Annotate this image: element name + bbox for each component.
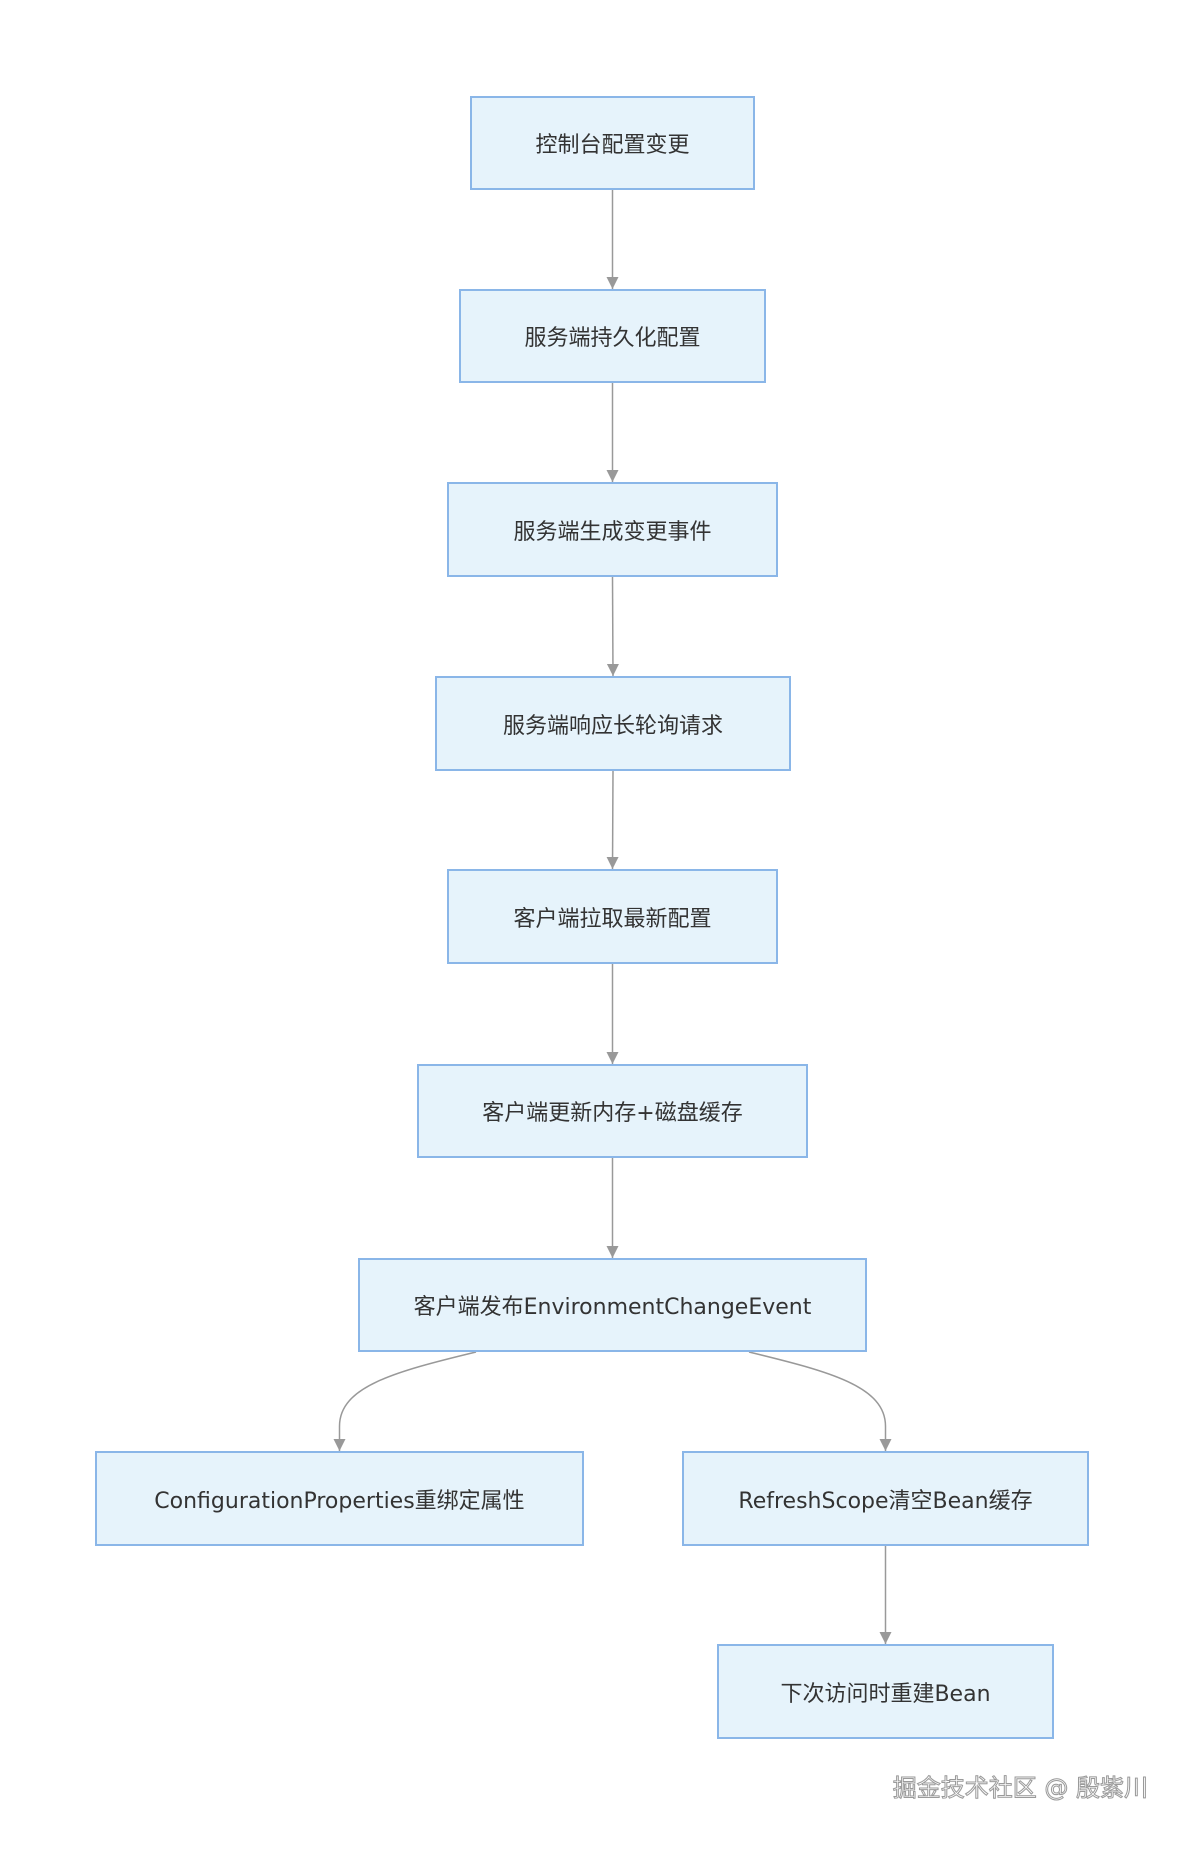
node-label: ConfigurationProperties重绑定属性 — [154, 1488, 525, 1514]
node-refreshscope-clear-bean-cache: RefreshScope清空Bean缓存 — [682, 1451, 1089, 1546]
node-rebuild-bean-on-next-access: 下次访问时重建Bean — [717, 1644, 1054, 1739]
node-configuration-properties-rebind: ConfigurationProperties重绑定属性 — [95, 1451, 584, 1546]
edge-arrow — [606, 770, 619, 870]
edge-arrow — [606, 576, 619, 677]
node-server-persist-config: 服务端持久化配置 — [459, 289, 766, 383]
node-server-generate-change-event: 服务端生成变更事件 — [447, 482, 778, 577]
node-client-publish-environment-change-event: 客户端发布EnvironmentChangeEvent — [358, 1258, 867, 1352]
node-label: 客户端拉取最新配置 — [513, 906, 712, 932]
node-label: 服务端生成变更事件 — [513, 519, 712, 545]
node-server-respond-long-polling: 服务端响应长轮询请求 — [435, 676, 791, 771]
edge-arrow — [748, 1351, 892, 1451]
node-label: RefreshScope清空Bean缓存 — [738, 1488, 1033, 1514]
watermark: 掘金技术社区 @ 殷紫川 — [892, 1774, 1148, 1803]
node-label: 服务端持久化配置 — [524, 326, 701, 351]
node-console-config-change: 控制台配置变更 — [470, 96, 755, 190]
node-label: 下次访问时重建Bean — [780, 1681, 991, 1707]
node-client-pull-latest-config: 客户端拉取最新配置 — [447, 869, 778, 964]
edge-arrow — [333, 1351, 477, 1451]
node-client-update-memory-disk-cache: 客户端更新内存+磁盘缓存 — [417, 1064, 808, 1158]
node-label: 客户端更新内存+磁盘缓存 — [482, 1101, 743, 1126]
node-label: 客户端发布EnvironmentChangeEvent — [413, 1295, 812, 1320]
node-label: 服务端响应长轮询请求 — [502, 713, 723, 739]
node-label: 控制台配置变更 — [535, 133, 690, 158]
